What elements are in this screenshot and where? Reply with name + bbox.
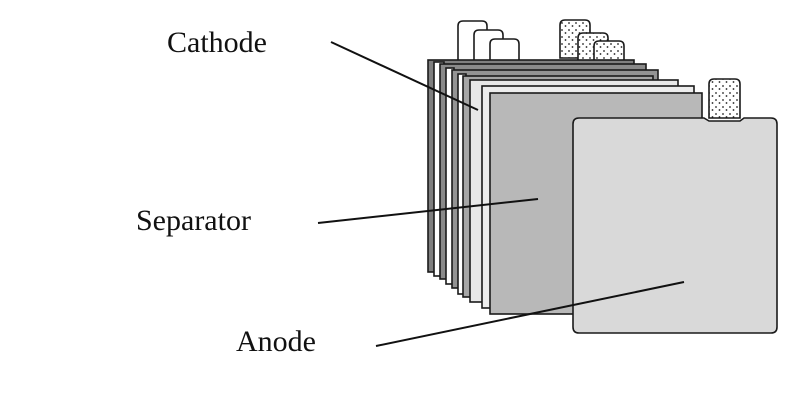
anode-sheet — [572, 117, 778, 334]
anode-leader-line — [375, 281, 685, 347]
cathode-leader-line — [330, 41, 479, 111]
cathode-label: Cathode — [167, 26, 267, 59]
anode-label: Anode — [236, 325, 316, 358]
anode-group — [572, 78, 778, 334]
separator-leader-line — [317, 198, 539, 224]
leader-lines — [317, 41, 685, 347]
anode-tab-front — [708, 78, 741, 119]
separator-label: Separator — [136, 204, 251, 237]
